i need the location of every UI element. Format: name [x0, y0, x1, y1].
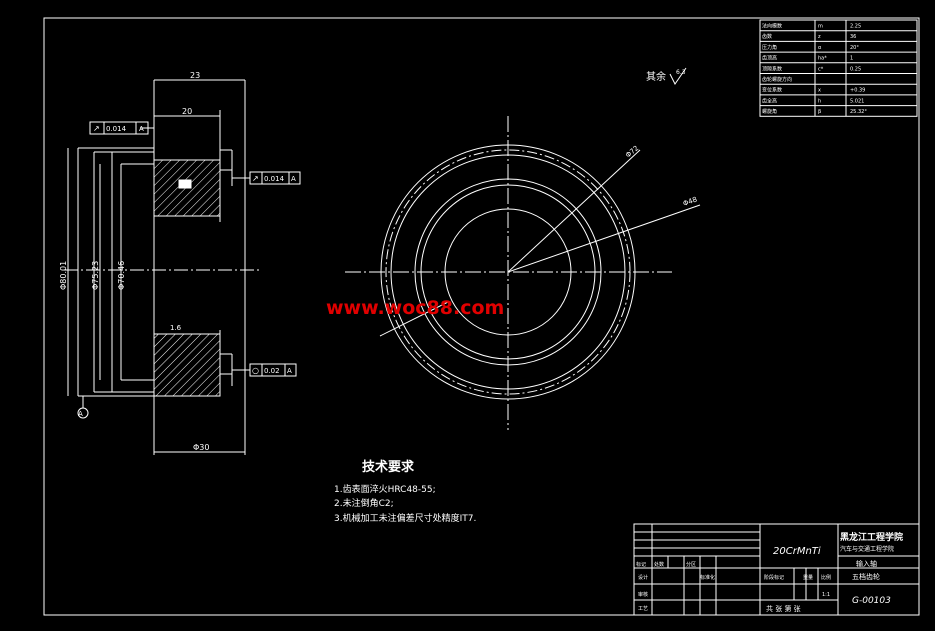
tech-req-item-3: 3.机械加工未注偏差尺寸处精度IT7. — [334, 512, 476, 524]
param-value-3: 1 — [850, 56, 853, 62]
svg-text:↗: ↗ — [252, 174, 259, 183]
datum-label: A — [78, 410, 83, 418]
dim-dia-inner: Φ70.46 — [117, 261, 126, 290]
tech-req-title: 技术要求 — [362, 459, 415, 475]
tb-label-zone: 分区 — [686, 561, 696, 568]
tb-label-weight: 重量 — [803, 574, 813, 581]
material-label: 20CrMnTi — [773, 546, 821, 557]
tb-label-mark: 标记 — [636, 561, 646, 568]
param-value-2: 20° — [850, 45, 859, 51]
param-symbol-2: α — [818, 45, 822, 51]
svg-text:0.014: 0.014 — [264, 175, 285, 183]
svg-text:0.014: 0.014 — [106, 125, 127, 133]
scale-value: 1:1 — [822, 592, 830, 598]
gdt-frame-right-bottom: ○ 0.02 A — [249, 363, 297, 377]
param-value-6: +0.39 — [850, 88, 865, 94]
department-name: 汽车与交通工程学院 — [840, 545, 894, 553]
drawing-border — [43, 17, 920, 616]
param-name-0: 法向模数 — [762, 23, 782, 30]
tech-req-item-2: 2.未注倒角C2; — [334, 497, 394, 509]
param-name-1: 齿数 — [762, 33, 772, 40]
section-view — [64, 79, 262, 455]
param-symbol-3: ha* — [818, 56, 827, 62]
dim-top-overall: 23 — [190, 71, 200, 80]
param-symbol-0: m — [818, 24, 823, 30]
tb-label-count: 处数 — [654, 561, 664, 568]
title-block — [633, 523, 920, 616]
param-name-2: 压力角 — [762, 44, 777, 51]
tech-req-item-1: 1.齿表面淬火HRC48-55; — [334, 483, 436, 495]
param-value-8: 25.32° — [850, 109, 867, 115]
dim-dia-mid: Φ75.23 — [91, 261, 100, 290]
param-value-4: 0.25 — [850, 66, 861, 72]
tb-label-standard: 标准化 — [700, 574, 715, 581]
svg-text:0.02: 0.02 — [264, 367, 280, 375]
param-symbol-8: β — [818, 109, 821, 115]
svg-text:其余: 其余 — [646, 70, 666, 83]
parameter-table: 法向模数 m 2.25 齿数 z 36 压力角 α 20° 齿顶高 ha* 1 顶隙系数 c* 0.25 齿轮… — [759, 19, 918, 117]
tb-label-stage: 阶段标记 — [764, 574, 784, 581]
watermark: www.woc88.com — [326, 297, 505, 319]
tb-label-review: 审核 — [638, 591, 648, 598]
param-name-3: 齿顶高 — [762, 55, 777, 62]
svg-text:6.3: 6.3 — [676, 69, 686, 76]
roughness-mark: 1.6 — [170, 324, 182, 332]
gdt-frame-right-top: ↗ 0.014 A — [249, 171, 301, 185]
school-name: 黑龙江工程学院 — [840, 531, 903, 543]
part-sub: 五档齿轮 — [852, 572, 880, 581]
front-view — [345, 116, 701, 430]
drawing-number: G-00103 — [852, 596, 891, 606]
dim-bottom-width: Φ30 — [193, 443, 209, 452]
param-symbol-1: z — [818, 34, 821, 40]
svg-text:○: ○ — [252, 366, 259, 375]
tb-label-ratio: 比例 — [821, 574, 831, 581]
param-name-7: 齿全高 — [762, 97, 777, 104]
svg-text:A: A — [291, 175, 296, 183]
param-name-4: 顶隙系数 — [762, 65, 782, 72]
param-symbol-6: x — [818, 88, 821, 94]
svg-text:↗: ↗ — [93, 124, 100, 133]
dim-top-inner: 20 — [182, 107, 192, 116]
dim-dia-outer: Φ80.01 — [59, 261, 68, 290]
param-symbol-7: h — [818, 98, 821, 104]
param-value-1: 36 — [850, 34, 856, 40]
param-value-7: 5.021 — [850, 98, 864, 104]
sheet-label: 共 张 第 张 — [766, 604, 801, 613]
gdt-frame-top: ↗ 0.014 A — [89, 121, 149, 135]
svg-text:A: A — [139, 125, 144, 133]
tb-label-design: 设计 — [638, 574, 648, 581]
part-name: 输入轴 — [856, 559, 877, 568]
surface-finish-note: 其余 6.3 — [646, 67, 687, 85]
param-value-0: 2.25 — [850, 24, 861, 30]
tb-label-process: 工艺 — [638, 606, 648, 612]
param-name-6: 变位系数 — [762, 87, 782, 94]
svg-text:A: A — [287, 367, 292, 375]
param-symbol-4: c* — [818, 66, 824, 72]
param-name-8: 螺旋角 — [762, 108, 777, 115]
param-name-5: 齿轮螺旋方向 — [762, 76, 792, 83]
